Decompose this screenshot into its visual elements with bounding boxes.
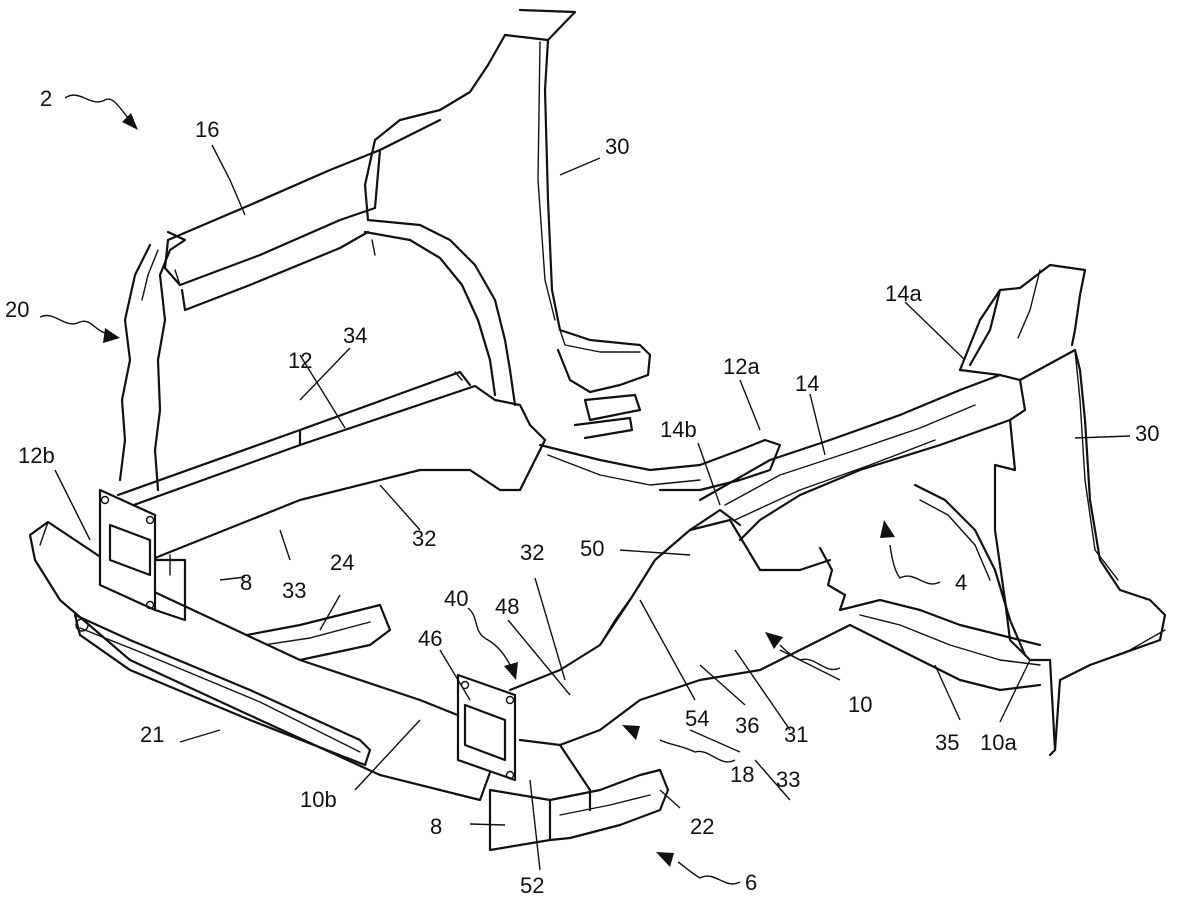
left-rail-12 [116, 370, 547, 576]
right-upper-pillar-14a [958, 263, 1087, 372]
left-rear-pillar [363, 8, 652, 440]
label-33-upper: 33 [282, 578, 306, 603]
left-outer-strut-20 [118, 230, 187, 492]
label-8-lower: 8 [430, 814, 442, 839]
rear-crossmember-12a [538, 438, 782, 492]
label-33-lower: 33 [776, 767, 800, 792]
right-pillar-30 [993, 348, 1167, 757]
arrow-2 [64, 94, 138, 130]
reference-numerals: 2 16 30 20 34 12 12a 14a 14 30 12b 14b 3… [5, 86, 1159, 898]
label-14b: 14b [660, 417, 697, 442]
label-48: 48 [495, 594, 519, 619]
label-14: 14 [795, 371, 819, 396]
label-14a: 14a [885, 281, 922, 306]
label-12a: 12a [723, 354, 760, 379]
label-32-lower: 32 [520, 540, 544, 565]
label-2: 2 [40, 86, 52, 111]
right-lower-rail-35 [818, 546, 1042, 692]
label-12b: 12b [18, 443, 55, 468]
right-wheel-arch [913, 483, 1027, 657]
label-16: 16 [195, 117, 219, 142]
arrow-40 [467, 607, 518, 680]
arrow-4 [880, 520, 941, 585]
label-32-upper: 32 [412, 526, 436, 551]
arrow-20 [39, 314, 120, 343]
left-wheel-arch [363, 218, 517, 407]
upper-rail-16 [163, 118, 442, 312]
label-22: 22 [690, 814, 714, 839]
label-8-upper: 8 [240, 570, 252, 595]
mounting-plate-right [456, 673, 552, 852]
label-34: 34 [343, 323, 367, 348]
label-31: 31 [784, 722, 808, 747]
label-10: 10 [848, 692, 872, 717]
label-36: 36 [735, 713, 759, 738]
label-6: 6 [745, 870, 757, 895]
arrow-18 [622, 725, 736, 763]
arrow-10 [765, 632, 841, 671]
label-24: 24 [330, 550, 354, 575]
label-21: 21 [140, 722, 164, 747]
label-30-left: 30 [605, 134, 629, 159]
label-35: 35 [935, 730, 959, 755]
label-52: 52 [520, 873, 544, 898]
label-18: 18 [730, 762, 754, 787]
arrow-6 [656, 852, 741, 885]
label-30-right: 30 [1135, 421, 1159, 446]
label-40: 40 [444, 586, 468, 611]
label-46: 46 [418, 626, 442, 651]
label-12: 12 [288, 348, 312, 373]
right-rail-14 [698, 368, 1027, 542]
label-4: 4 [955, 570, 967, 595]
lower-rail-22 [548, 768, 670, 842]
leader-lines [54, 144, 1131, 871]
label-10a: 10a [980, 730, 1017, 755]
mounting-plate-left [98, 488, 187, 622]
main-rail-10 [508, 508, 852, 812]
label-10b: 10b [300, 787, 337, 812]
label-20: 20 [5, 297, 29, 322]
label-54: 54 [685, 706, 709, 731]
label-50: 50 [580, 536, 604, 561]
